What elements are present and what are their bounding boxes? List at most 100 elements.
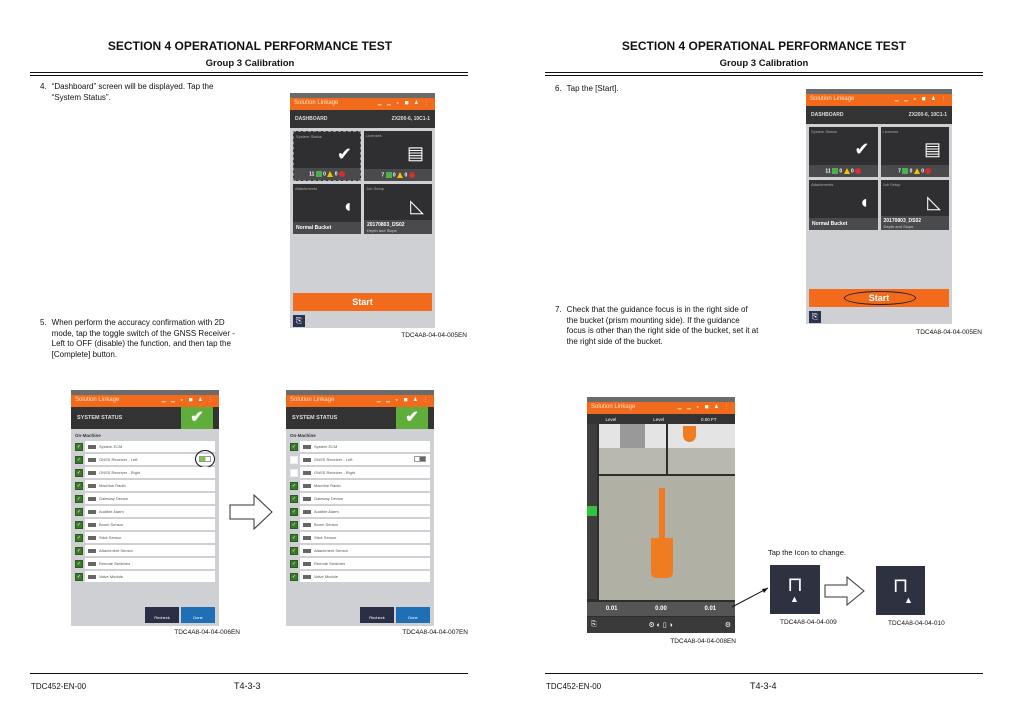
status-row: ✓Stick Sensor [290, 532, 430, 543]
dashboard-title: DASHBOARD [295, 116, 328, 122]
exit-icon[interactable]: ⎘ [293, 315, 305, 327]
start-button[interactable]: Start [809, 289, 949, 307]
device-icon [88, 522, 96, 527]
screen-title: SYSTEM STATUS [292, 415, 338, 421]
status-row: GNSS Receiver - Left [290, 454, 430, 465]
status-row: ✓GNSS Receiver - Right [75, 467, 215, 478]
bucket-focus-right-icon[interactable]: ⊓▲ [876, 566, 925, 615]
ok-count: 11 [825, 168, 831, 175]
done-button[interactable]: Done [181, 607, 215, 623]
step-text: When perform the accuracy confirmation w… [51, 318, 235, 359]
device-label: Gateway Device [99, 496, 129, 501]
status-row: ✓ Stick Sensor [75, 532, 215, 543]
exit-icon[interactable]: ⎘ [809, 311, 821, 323]
app-title: Solution Linkage [294, 100, 339, 106]
slope-icon: ◺ [410, 196, 424, 216]
device-label: Stick Sensor [99, 535, 122, 540]
guidance-focus-icons[interactable]: ⚙ ◐ ▯ ◑ [648, 622, 673, 629]
device-label: Boom Sensor [314, 522, 339, 527]
guidance-value: 0.01 [605, 606, 618, 612]
figure-caption: TDC4A8-04-04-006EN [174, 629, 240, 636]
status-row: ✓Attachment Sensor [75, 545, 215, 556]
offset-value: 0.00 FT [700, 416, 717, 422]
status-check-icon: ✓ [290, 533, 298, 542]
tile-label: Job Setup [882, 182, 901, 187]
status-row: ✓ Boom Sensor [75, 519, 215, 530]
tile-label: System Status [296, 134, 322, 139]
status-check-icon: ✓ [290, 520, 298, 529]
status-check-icon: ✓ [75, 533, 83, 542]
device-label: Remote Switches [314, 561, 346, 566]
status-check-icon: ✓ [75, 520, 83, 529]
device-icon [303, 444, 311, 449]
status-row: ✓System ECM [290, 441, 430, 452]
step-7: 7.Check that the guidance focus is in th… [555, 305, 760, 347]
done-button[interactable]: Done [396, 607, 430, 623]
recheck-button[interactable]: Recheck [360, 607, 394, 623]
toolbar-icons: ▁ ▁ ◒ ◼ ♟ ⋮ [377, 100, 431, 106]
status-check-icon: ✓ [75, 507, 83, 516]
device-label: Machine Radio [314, 483, 341, 488]
licenses-tile[interactable]: Licenses▤7 0 0 [880, 127, 949, 177]
step-number: 5. [40, 318, 47, 327]
error-count: 0 [921, 168, 924, 175]
step-text: “Dashboard” screen will be displayed. Ta… [51, 82, 214, 102]
tap-note: Tap the Icon to change. [768, 548, 846, 557]
device-label: Valve Module [99, 574, 123, 579]
licenses-tile[interactable]: Licenses▤7 0 0 [364, 131, 432, 181]
step-4: 4.“Dashboard” screen will be displayed. … [40, 82, 230, 103]
pointer-arrow [731, 587, 769, 608]
ok-count: 7 [898, 168, 901, 175]
device-label: Machine Radio [99, 483, 126, 488]
system-status-tile[interactable]: System Status✔11 0 0 [293, 131, 361, 181]
exit-icon[interactable]: ⎘ [591, 621, 597, 628]
app-title: Solution Linkage [290, 397, 335, 403]
device-label: Attachment Sensor [314, 548, 349, 553]
device-icon [303, 574, 311, 579]
settings-icon[interactable]: ⚙ [724, 622, 731, 629]
group-title: Group 3 Calibration [719, 58, 809, 69]
recheck-button[interactable]: Recheck [145, 607, 179, 623]
machine-id: ZX200-6, 10C1-1 [391, 116, 430, 122]
doc-number: TDC452-EN-00 [546, 682, 602, 691]
start-button[interactable]: Start [293, 293, 432, 311]
attachments-tile[interactable]: Attachments◖Normal Bucket [809, 180, 878, 230]
device-label: Boom Sensor [99, 522, 124, 527]
depth-scale [587, 424, 597, 599]
status-row: ✓Attachment Sensor [290, 545, 430, 556]
gnss-left-toggle[interactable] [414, 456, 426, 462]
status-row: ✓Valve Module [290, 571, 430, 582]
ok-count: 7 [381, 172, 385, 179]
step-text: Check that the guidance focus is in the … [566, 305, 759, 346]
group-label: On-Machine [290, 433, 316, 438]
device-icon [303, 522, 311, 527]
status-row: ✓Gateway Device [290, 493, 430, 504]
bucket-focus-center-icon[interactable]: ⊓▲ [770, 565, 820, 614]
job-name: 20170803_DS02 [367, 222, 405, 228]
attachments-tile[interactable]: Attachments◖Normal Bucket [293, 184, 361, 234]
right-arrow-icon [229, 494, 273, 530]
check-icon: ✔ [181, 407, 213, 429]
status-check-icon: ✓ [290, 507, 298, 516]
status-check-icon: ✓ [75, 442, 83, 451]
status-row: ✓Remote Switches [75, 558, 215, 569]
device-label: GNSS Receiver - Left [314, 457, 353, 462]
device-label: GNSS Receiver - Right [314, 470, 356, 475]
warn-count: 0 [839, 168, 843, 175]
device-label: System ECM [99, 444, 123, 449]
job-type: Depth and Slope [883, 224, 914, 229]
device-label: Valve Module [314, 574, 338, 579]
device-label: Audible Alarm [99, 509, 124, 514]
level-label: Level [605, 416, 617, 422]
status-check-icon: ✓ [75, 468, 83, 477]
system-status-tile[interactable]: System Status✔11 0 0 [809, 127, 878, 177]
status-check-icon: ✓ [75, 572, 83, 581]
group-label: On-Machine [75, 433, 101, 438]
error-count: 0 [404, 172, 408, 179]
system-status-screenshot-after: Solution Linkage▁ ▁ ◒ ◼ ♟ ⋮SYSTEM STATUS… [286, 390, 434, 626]
device-label: GNSS Receiver - Left [99, 457, 138, 462]
footer-rule [30, 673, 468, 674]
bucket-icon: ◖ [858, 192, 870, 212]
